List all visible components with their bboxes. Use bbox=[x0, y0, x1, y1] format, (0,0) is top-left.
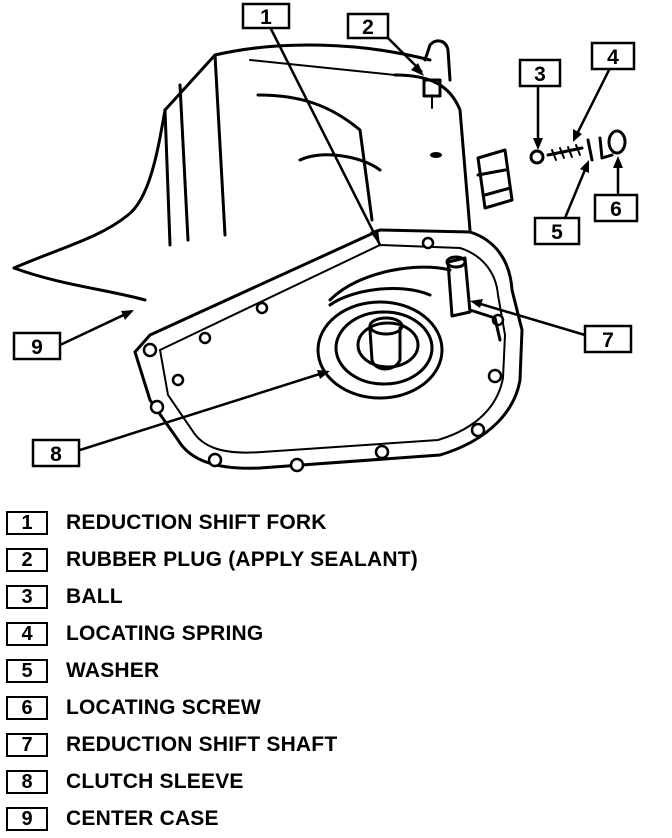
svg-text:1: 1 bbox=[260, 6, 272, 29]
shift-fork-drawing bbox=[328, 255, 502, 342]
callout-4: 4 bbox=[590, 41, 636, 71]
svg-text:6: 6 bbox=[610, 198, 622, 221]
legend-label: CENTER CASE bbox=[66, 807, 219, 830]
svg-text:5: 5 bbox=[551, 221, 563, 244]
legend-label: LOCATING SPRING bbox=[66, 622, 264, 645]
svg-text:9: 9 bbox=[31, 336, 43, 359]
svg-text:8: 8 bbox=[50, 443, 62, 466]
legend-item: 2 RUBBER PLUG (APPLY SEALANT) bbox=[6, 545, 418, 575]
legend-item: 4 LOCATING SPRING bbox=[6, 619, 263, 649]
svg-text:3: 3 bbox=[534, 63, 546, 86]
callout-3: 3 bbox=[518, 58, 562, 88]
callout-5: 5 bbox=[533, 216, 581, 246]
center-case-drawing bbox=[12, 39, 627, 302]
callout-1: 1 bbox=[241, 2, 291, 30]
svg-text:7: 7 bbox=[602, 329, 614, 352]
clutch-sleeve-drawing bbox=[316, 286, 444, 400]
legend-item: 1 REDUCTION SHIFT FORK bbox=[6, 508, 327, 538]
legend-number: 9 bbox=[6, 807, 48, 831]
legend-number: 3 bbox=[6, 585, 48, 609]
callout-9: 9 bbox=[12, 331, 62, 361]
legend-label: CLUTCH SLEEVE bbox=[66, 770, 244, 793]
leader-lines bbox=[59, 26, 623, 452]
legend-label: REDUCTION SHIFT SHAFT bbox=[66, 733, 338, 756]
legend-item: 8 CLUTCH SLEEVE bbox=[6, 767, 244, 797]
exploded-view-diagram: 1 2 3 4 5 6 7 8 9 bbox=[12, 2, 639, 473]
legend-item: 9 CENTER CASE bbox=[6, 804, 219, 834]
legend-number: 7 bbox=[6, 733, 48, 757]
legend-item: 3 BALL bbox=[6, 582, 123, 612]
legend-item: 7 REDUCTION SHIFT SHAFT bbox=[6, 730, 337, 760]
legend-item: 6 LOCATING SCREW bbox=[6, 693, 261, 723]
callout-8: 8 bbox=[31, 438, 81, 468]
legend-number: 6 bbox=[6, 696, 48, 720]
legend-number: 8 bbox=[6, 770, 48, 794]
legend-label: REDUCTION SHIFT FORK bbox=[66, 511, 327, 534]
legend-label: LOCATING SCREW bbox=[66, 696, 261, 719]
legend-number: 4 bbox=[6, 622, 48, 646]
svg-text:2: 2 bbox=[362, 16, 374, 39]
callout-2: 2 bbox=[346, 12, 390, 40]
callout-7: 7 bbox=[583, 324, 633, 354]
legend-item: 5 WASHER bbox=[6, 656, 159, 686]
legend-label: RUBBER PLUG (APPLY SEALANT) bbox=[66, 548, 418, 571]
legend-number: 2 bbox=[6, 548, 48, 572]
legend-label: BALL bbox=[66, 585, 123, 608]
callout-6: 6 bbox=[593, 193, 639, 223]
legend-number: 5 bbox=[6, 659, 48, 683]
legend-label: WASHER bbox=[66, 659, 160, 682]
legend-number: 1 bbox=[6, 511, 48, 535]
svg-text:4: 4 bbox=[607, 46, 619, 69]
case-flange bbox=[133, 228, 524, 473]
